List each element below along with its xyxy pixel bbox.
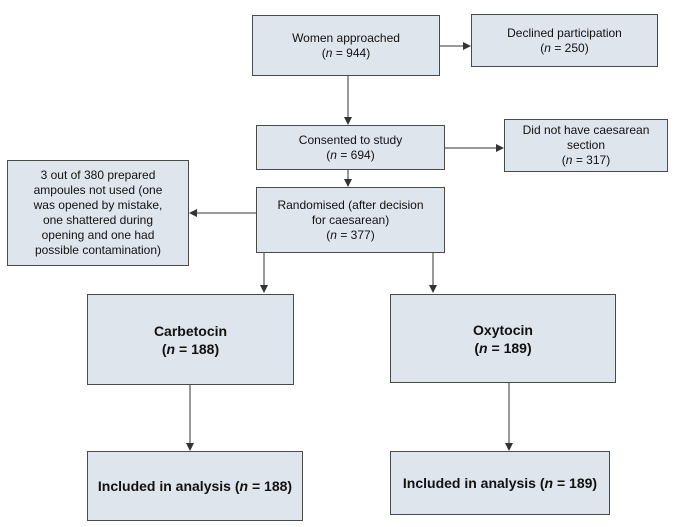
ampoules-line-6: possible contamination) — [34, 243, 162, 257]
n-symbol: n — [325, 45, 333, 60]
ampoules-line-2: ampoules not used (one — [33, 183, 163, 197]
label-included-analysis-carbetocin: Included in analysis — [97, 478, 231, 494]
n-value-randomised: = 377 — [336, 227, 371, 242]
label-women-approached: Women approached — [292, 30, 400, 45]
n-symbol: n — [479, 339, 488, 356]
box-carbetocin: Carbetocin (n = 188) — [87, 294, 294, 385]
n-value-carbetocin-analysis: = 188 — [248, 478, 288, 494]
label-carbetocin: Carbetocin — [153, 322, 228, 339]
box-consented-to-study: Consented to study (n = 694) — [256, 125, 445, 170]
label-consented-to-study: Consented to study — [298, 132, 403, 147]
n-symbol: n — [330, 227, 337, 242]
box-declined-participation: Declined participation (n = 250) — [471, 14, 658, 67]
n-value-oxytocin-analysis: = 189 — [553, 475, 593, 491]
box-oxytocin: Oxytocin (n = 189) — [390, 294, 616, 383]
label-included-analysis-oxytocin: Included in analysis — [402, 475, 536, 491]
box-women-approached: Women approached (n = 944) — [252, 15, 440, 76]
n-symbol: n — [166, 340, 176, 357]
label-randomised-1: Randomised (after decision — [277, 197, 424, 212]
n-value-declined: = 250 — [550, 40, 585, 55]
box-no-caesarean: Did not have caesarean section (n = 317) — [504, 119, 668, 172]
box-randomised: Randomised (after decision for caesarean… — [256, 187, 445, 253]
ampoules-line-3: was opened by mistake, — [33, 198, 163, 212]
label-declined-participation: Declined participation — [507, 25, 622, 40]
n-value-oxytocin: = 189 — [487, 339, 527, 356]
label-no-caesarean-1: Did not have caesarean — [522, 123, 650, 137]
n-symbol: n — [239, 478, 249, 494]
n-value-consented: = 694 — [336, 147, 371, 162]
n-value-carbetocin: = 188 — [175, 340, 215, 357]
n-symbol: n — [544, 40, 551, 55]
label-no-caesarean-2: section — [566, 138, 606, 152]
n-value-no-caesarean: = 317 — [572, 153, 607, 167]
n-symbol: n — [565, 153, 573, 167]
label-oxytocin: Oxytocin — [473, 321, 533, 338]
box-oxytocin-analysis: Included in analysis (n = 189) — [390, 451, 610, 515]
ampoules-line-5: opening and one had — [41, 228, 155, 242]
n-symbol: n — [330, 147, 337, 162]
ampoules-line-1: 3 out of 380 prepared — [40, 168, 156, 182]
box-ampoules-not-used: 3 out of 380 prepared ampoules not used … — [7, 160, 189, 266]
ampoules-line-4: one shattered during — [42, 213, 154, 227]
n-value-approached: = 944 — [332, 45, 367, 60]
box-carbetocin-analysis: Included in analysis (n = 188) — [87, 451, 303, 521]
n-symbol: n — [544, 475, 554, 491]
label-randomised-2: for caesarean) — [311, 212, 390, 227]
